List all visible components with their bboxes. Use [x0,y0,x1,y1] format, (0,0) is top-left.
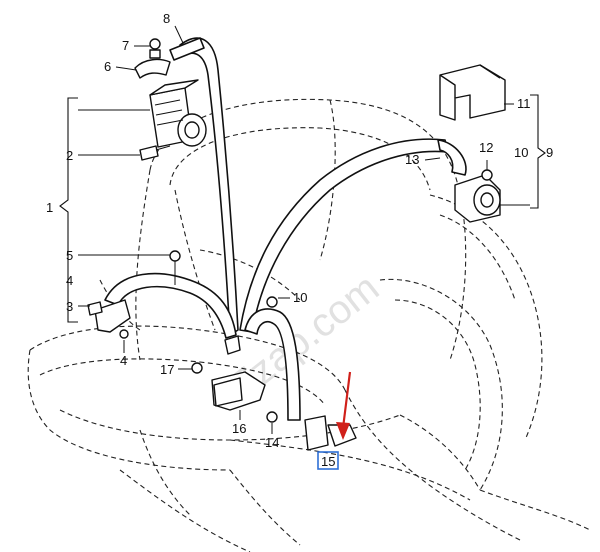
callout-4-left: 4 [66,273,73,288]
lower-anchor-left [87,250,181,339]
callout-9: 9 [546,145,553,160]
callout-16: 16 [232,421,246,436]
callout-3: 3 [66,299,73,314]
callout-11: 11 [517,96,531,111]
callout-10-right: 10 [514,145,528,160]
callout-12: 12 [479,140,493,155]
center-belt-webbing [239,138,467,421]
group-braces [59,94,546,323]
callout-8: 8 [163,11,170,26]
callout-15[interactable]: 15 [321,454,335,469]
callout-13: 13 [405,152,419,167]
guide-loop-6 [134,38,171,79]
right-retractor [439,64,506,223]
anchor-bolt-2 [139,145,171,161]
callout-10-center: 10 [293,290,307,305]
buckle-assembly-16 [191,335,266,411]
callout-14: 14 [265,435,279,450]
callout-4-lower: 4 [120,353,127,368]
left-retractor [149,79,207,148]
callout-5: 5 [66,248,73,263]
leader-lines [78,25,530,434]
callout-6: 6 [104,59,111,74]
left-belt-webbing [104,37,239,339]
highlight-box-15 [317,451,339,470]
rear-seat-outline [27,98,591,552]
callout-17: 17 [160,362,174,377]
callout-7: 7 [122,38,129,53]
callout-1: 1 [46,200,53,215]
callout-2: 2 [66,148,73,163]
highlight-arrow [336,371,352,440]
